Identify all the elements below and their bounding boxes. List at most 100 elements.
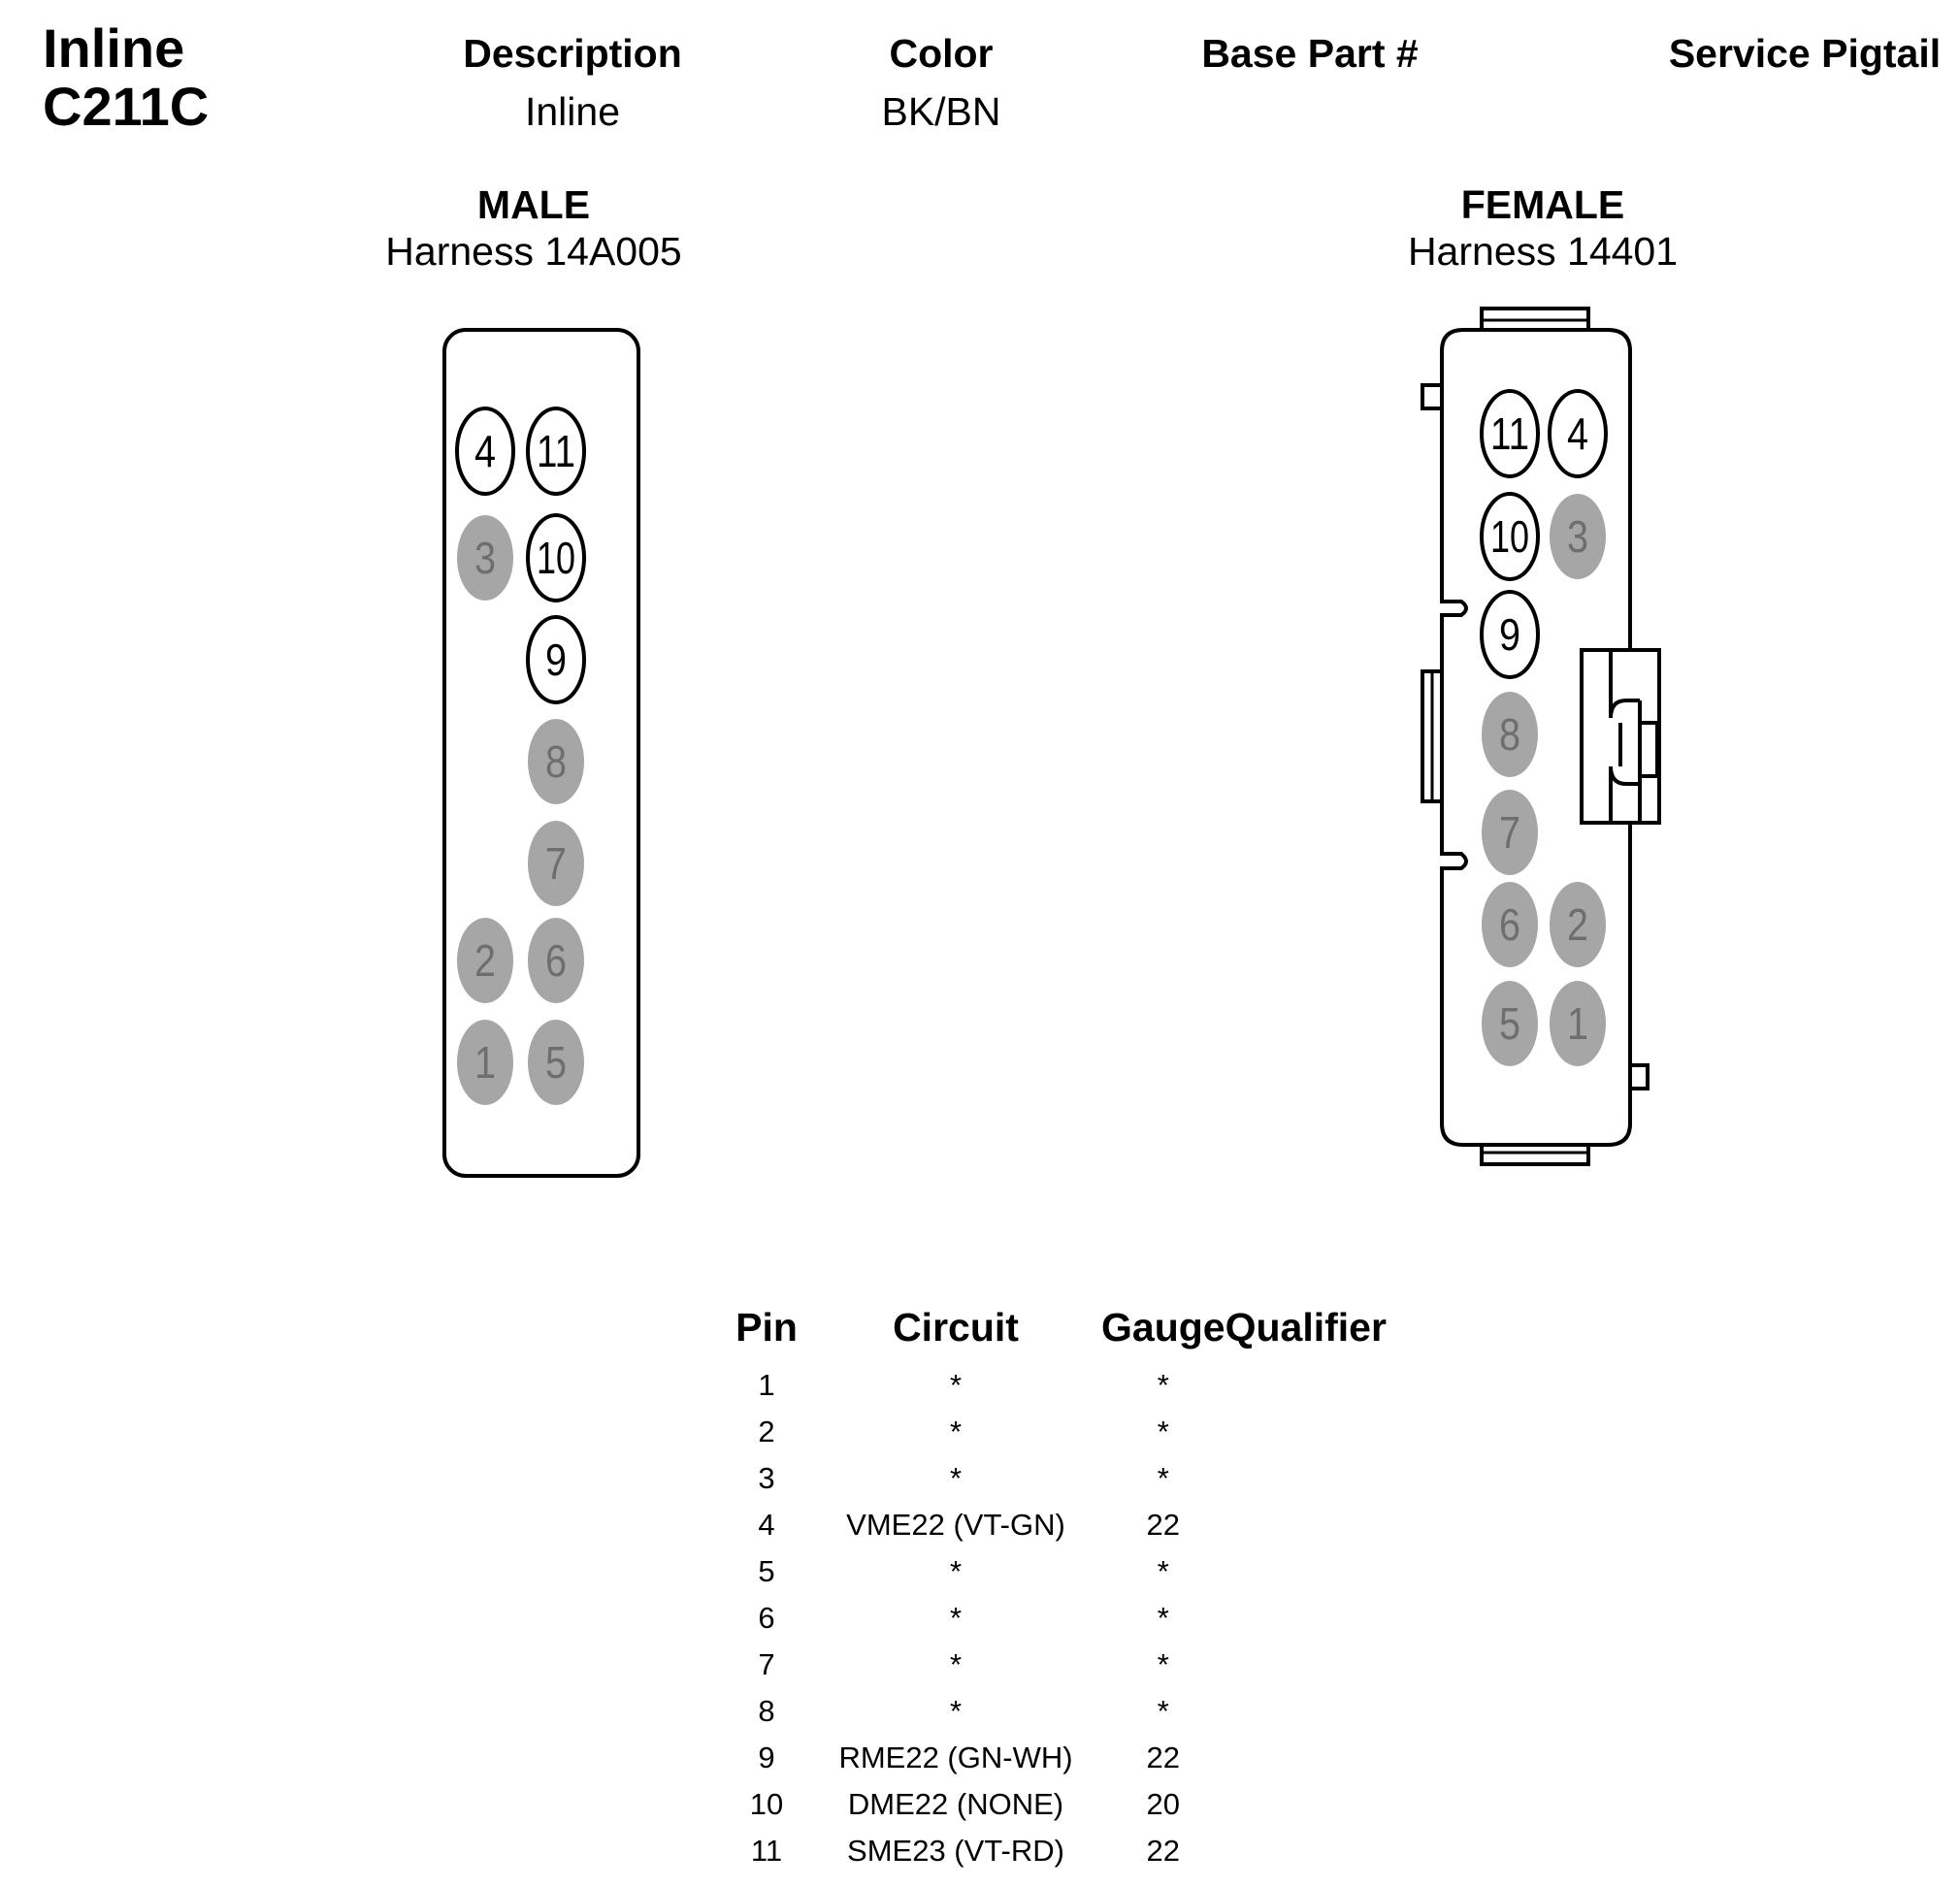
qualifier-cell — [1225, 1828, 1390, 1874]
gauge-cell: * — [1157, 1461, 1169, 1495]
circuit-cell: * — [949, 1694, 963, 1728]
female-pin-number: 3 — [1567, 511, 1588, 562]
female-pin-1: 1 — [1550, 981, 1606, 1066]
female-pin-number: 6 — [1499, 899, 1520, 950]
gauge-cell: * — [1157, 1601, 1169, 1635]
pin-cell: 5 — [758, 1554, 775, 1588]
connector-title: Inline C211C — [43, 19, 209, 136]
circuit-header: Circuit — [893, 1305, 1019, 1350]
circuit-cell: VME22 (VT-GN) — [846, 1508, 1065, 1542]
female-pin-circle — [1482, 692, 1538, 777]
male-pin-4: 4 — [455, 407, 515, 496]
male-pin-9: 9 — [526, 615, 586, 704]
female-pin-4: 4 — [1548, 389, 1608, 478]
male-pin-number: 4 — [474, 426, 496, 476]
gauge-cell: * — [1157, 1694, 1169, 1728]
pin-cell: 6 — [758, 1601, 775, 1635]
table-row: 3 * * — [723, 1455, 1390, 1502]
qualifier-cell — [1225, 1409, 1390, 1455]
circuit-cell: * — [949, 1554, 963, 1588]
color-header: Color — [889, 31, 994, 76]
table-row: 8 * * — [723, 1688, 1390, 1735]
female-right-tab — [1628, 1063, 1650, 1090]
female-pin-circle — [1482, 790, 1538, 875]
description-value: Inline — [524, 89, 620, 134]
table-row: 2** — [723, 1409, 1390, 1455]
circuit-cell: * — [949, 1415, 963, 1448]
connector-title-line2: C211C — [43, 76, 210, 137]
pin-cell: 3 — [758, 1461, 775, 1495]
gauge-cell: * — [1157, 1647, 1169, 1681]
qualifier-cell — [1225, 1362, 1390, 1409]
male-pin-circle — [457, 1020, 513, 1105]
male-pin-number: 8 — [545, 736, 567, 787]
male-pin-circle — [526, 513, 586, 602]
female-lock — [1580, 648, 1661, 825]
qualifier-cell — [1225, 1502, 1390, 1548]
female-housing — [1421, 307, 1661, 1166]
qualifier-cell — [1225, 1595, 1390, 1642]
gauge-cell: 20 — [1146, 1787, 1181, 1821]
pin-cell: 9 — [758, 1741, 775, 1774]
male-pin-10: 10 — [526, 513, 586, 602]
pin-header: Pin — [735, 1305, 798, 1350]
pin-cell: 8 — [758, 1694, 775, 1728]
female-pin-circle — [1550, 882, 1606, 967]
gauge-cell: * — [1157, 1554, 1169, 1588]
male-pin-circle — [528, 918, 584, 1003]
female-pin-number: 10 — [1490, 511, 1529, 562]
qualifier-cell — [1225, 1455, 1390, 1502]
female-pin-number: 8 — [1499, 709, 1520, 760]
male-harness: Harness 14A005 — [385, 229, 682, 274]
male-pin-number: 5 — [545, 1037, 567, 1088]
gauge-cell: * — [1157, 1368, 1169, 1402]
qualifier-header: Qualifier — [1225, 1305, 1387, 1350]
pin-cell: 1 — [758, 1368, 775, 1402]
service-pigtail-header: Service Pigtail — [1668, 31, 1942, 76]
male-pin-2: 2 — [457, 918, 513, 1003]
circuit-cell: * — [949, 1647, 963, 1681]
pin-cell: 4 — [758, 1508, 775, 1542]
gauge-cell: 22 — [1146, 1834, 1181, 1868]
female-pin-number: 11 — [1490, 408, 1529, 459]
female-label: FEMALE — [1460, 182, 1625, 227]
pin-cell: 10 — [749, 1787, 784, 1821]
female-pin-circle — [1550, 494, 1606, 579]
male-pin-number: 11 — [537, 426, 575, 476]
male-pin-6: 6 — [528, 918, 584, 1003]
male-pin-11: 11 — [526, 407, 586, 496]
female-pin-circle — [1480, 492, 1540, 581]
male-pin-7: 7 — [528, 821, 584, 906]
circuit-cell: RME22 (GN-WH) — [838, 1741, 1073, 1774]
qualifier-cell — [1225, 1781, 1390, 1828]
male-pin-circle — [528, 821, 584, 906]
table-row: 1** — [723, 1362, 1390, 1409]
male-pin-number: 10 — [537, 533, 575, 583]
circuit-cell: SME23 (VT-RD) — [847, 1834, 1064, 1868]
qualifier-cell — [1225, 1688, 1390, 1735]
qualifier-cell — [1225, 1642, 1390, 1688]
table-row: 6 * * — [723, 1595, 1390, 1642]
table-row: 5 * * — [723, 1548, 1390, 1595]
male-pin-number: 2 — [474, 935, 496, 986]
male-pin-number: 3 — [474, 533, 496, 583]
male-pin-circle — [457, 515, 513, 601]
female-pin-5: 5 — [1482, 981, 1538, 1066]
table-row: 7** — [723, 1642, 1390, 1688]
circuit-cell: * — [949, 1601, 963, 1635]
circuit-cell: * — [949, 1461, 963, 1495]
male-pin-number: 6 — [545, 935, 567, 986]
base-part-header: Base Part # — [1201, 31, 1419, 76]
female-pin-circle — [1482, 981, 1538, 1066]
male-pin-circle — [457, 918, 513, 1003]
male-pin-number: 7 — [545, 838, 567, 889]
qualifier-cell — [1225, 1735, 1390, 1781]
female-pin-8: 8 — [1482, 692, 1538, 777]
pin-cell: 2 — [758, 1415, 775, 1448]
gauge-cell: 22 — [1146, 1741, 1181, 1774]
color-value: BK/BN — [881, 89, 1001, 134]
